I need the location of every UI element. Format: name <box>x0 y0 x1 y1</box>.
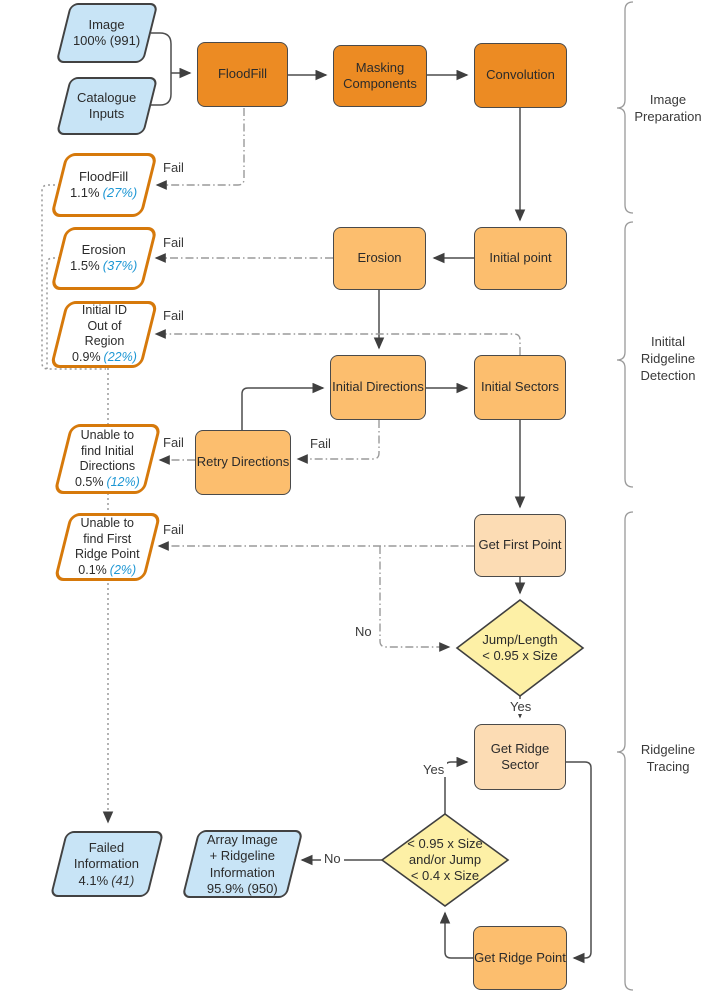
fail-initial-id-out-of-region: Initial ID Out of Region 0.9%(22%) <box>49 301 159 368</box>
section-ridgeline-detection: Initital Ridgeline Detection <box>640 334 696 383</box>
fail-erosion: Erosion 1.5%(37%) <box>50 227 158 290</box>
fail-edges <box>154 108 521 652</box>
brace-image-preparation <box>616 1 634 214</box>
edge-catalogue-merge <box>151 73 172 106</box>
edge-floodfill-fail <box>155 108 245 190</box>
fail-label-initial-directions: Fail <box>310 436 331 451</box>
fail-label-erosion: Fail <box>163 235 184 250</box>
process-masking-components: Masking Components <box>333 45 427 107</box>
section-image-preparation: Image Preparation <box>634 92 702 124</box>
io-failed-information: Failed Information 4.1%(41) <box>49 831 165 897</box>
process-get-ridge-sector: Get Ridge Sector <box>474 724 566 790</box>
fail-label-first-ridge-point: Fail <box>163 522 184 537</box>
process-initial-directions: Initial Directions <box>330 355 426 420</box>
io-catalogue-inputs: Catalogue Inputs <box>55 77 159 135</box>
fail-unable-first-ridge-point: Unable to find First Ridge Point 0.1%(2%… <box>53 513 162 581</box>
brace-ridgeline-detection <box>616 221 634 488</box>
edge-initialsectors-fail <box>154 329 521 355</box>
decision-jump-length-shape <box>455 598 585 698</box>
fail-label-retry-out: Fail <box>163 435 184 450</box>
edge-retry-initialdirections <box>241 382 325 430</box>
decision-size-jump-shape <box>380 813 510 907</box>
no-label-decision2: No <box>321 851 344 866</box>
process-floodfill: FloodFill <box>197 42 288 107</box>
yes-label-decision2: Yes <box>420 762 448 777</box>
edge-getridgepoint-decision2 <box>439 911 473 959</box>
fail-floodfill: FloodFill 1.1%(27%) <box>50 153 158 217</box>
fail-unable-initial-directions: Unable to find Initial Directions 0.5%(1… <box>53 424 162 494</box>
solid-edges <box>151 32 592 964</box>
process-initial-point: Initial point <box>474 227 567 290</box>
yes-label-decision1: Yes <box>507 699 535 714</box>
edge-dotted-floodfillfail <box>41 184 106 370</box>
edge-dotted-erosionfail <box>46 257 60 369</box>
section-ridgeline-tracing: Ridgeline Tracing <box>640 742 696 774</box>
process-get-ridge-point: Get Ridge Point <box>473 926 567 990</box>
process-convolution: Convolution <box>474 43 567 108</box>
edge-decision2-yes-getridgesector <box>444 756 469 814</box>
fail-label-initial-id: Fail <box>163 308 184 323</box>
decision-size-jump: < 0.95 x Size and/or Jump < 0.4 x Size <box>407 835 483 884</box>
no-label-decision1: No <box>355 624 372 639</box>
io-array-image-output: Array Image + Ridgeline Information 95.9… <box>181 830 304 898</box>
edge-getridgesector-getridgepoint <box>566 761 592 964</box>
brace-ridgeline-tracing <box>616 511 634 991</box>
edge-no-branch-decision1 <box>379 546 451 652</box>
section-braces <box>616 1 634 991</box>
io-image-input: Image 100% (991) <box>55 3 159 63</box>
process-retry-directions: Retry Directions <box>195 430 291 495</box>
process-erosion: Erosion <box>333 227 426 290</box>
decision-jump-length: Jump/Length < 0.95 x Size <box>482 631 558 663</box>
edge-initialdirections-fail-retry <box>296 420 380 464</box>
process-get-first-point: Get First Point <box>474 514 566 577</box>
process-initial-sectors: Initial Sectors <box>474 355 566 420</box>
edge-image-merge <box>151 32 172 73</box>
fail-label-floodfill: Fail <box>163 160 184 175</box>
